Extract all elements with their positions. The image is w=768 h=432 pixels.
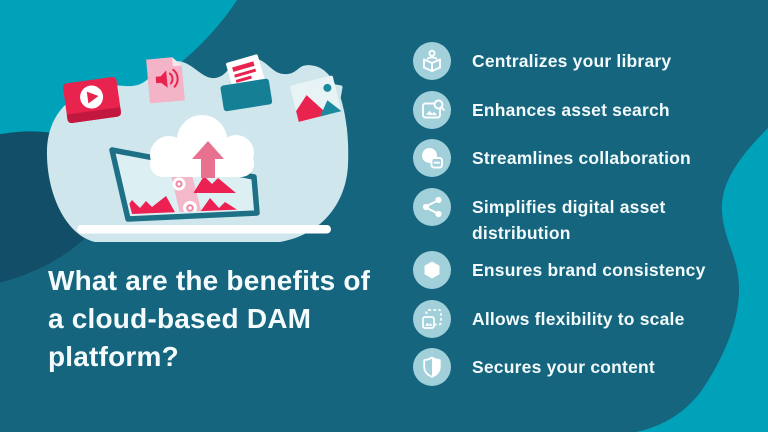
benefit-item-1: Centralizes your library bbox=[413, 42, 723, 80]
photo-icon bbox=[290, 75, 343, 122]
photo-mountain-crimson bbox=[296, 95, 328, 122]
play-thumb-1 bbox=[172, 177, 186, 191]
mountain-thumb-top-right bbox=[194, 176, 236, 193]
image-search-icon bbox=[413, 91, 451, 129]
video-card-strip bbox=[66, 107, 121, 124]
speaker-glyph bbox=[155, 70, 168, 88]
benefit-item-4: Simplifies digital asset distribution bbox=[413, 188, 723, 246]
audio-page-fold bbox=[172, 57, 182, 67]
benefit-item-6: Allows flexibility to scale bbox=[413, 300, 723, 338]
overlapping-shapes-icon bbox=[413, 139, 451, 177]
benefit-item-3: Streamlines collaboration bbox=[413, 139, 723, 177]
play-thumb-1-ring bbox=[175, 180, 183, 188]
audio-file-icon bbox=[146, 57, 185, 104]
benefit-label: Simplifies digital asset distribution bbox=[472, 197, 666, 243]
resize-scale-icon bbox=[413, 300, 451, 338]
upload-arrow-icon bbox=[192, 141, 224, 178]
document-line-1 bbox=[232, 61, 255, 72]
folder-panel bbox=[220, 78, 273, 112]
hexagon-badge-icon bbox=[413, 251, 451, 289]
benefit-label: Centralizes your library bbox=[472, 51, 672, 71]
share-icon bbox=[413, 188, 451, 226]
mountain-thumb-left bbox=[122, 196, 176, 214]
video-play-triangle bbox=[86, 91, 99, 104]
video-player-icon bbox=[62, 76, 122, 124]
photo-front-card bbox=[290, 75, 342, 122]
folder-front bbox=[220, 78, 273, 112]
cyan-corner-blob bbox=[0, 0, 237, 144]
benefit-item-2: Enhances asset search bbox=[413, 91, 723, 129]
benefit-label: Ensures brand consistency bbox=[472, 260, 706, 280]
document-folder-icon bbox=[220, 54, 273, 112]
sound-wave-2 bbox=[172, 68, 179, 88]
question-heading: What are the benefits of a cloud-based D… bbox=[48, 265, 371, 372]
laptop-base bbox=[77, 225, 331, 234]
upload-cloud-icon bbox=[150, 115, 254, 178]
sound-wave-1 bbox=[168, 72, 174, 85]
benefit-item-5: Ensures brand consistency bbox=[413, 251, 723, 289]
benefit-item-7: Secures your content bbox=[413, 348, 723, 386]
benefits-list: Centralizes your library Enhances asset … bbox=[413, 42, 723, 386]
document-line-2 bbox=[234, 68, 257, 78]
cyan-right-blob bbox=[636, 128, 768, 432]
benefit-label: Secures your content bbox=[472, 357, 655, 377]
benefit-label: Allows flexibility to scale bbox=[472, 309, 685, 329]
play-thumb-2-ring bbox=[186, 204, 194, 212]
library-book-person-icon bbox=[413, 42, 451, 80]
benefit-label: Enhances asset search bbox=[472, 100, 670, 120]
shield-icon bbox=[413, 348, 451, 386]
photo-sun-dot bbox=[323, 83, 332, 92]
photo-mountain-teal bbox=[320, 100, 342, 117]
benefit-label: Streamlines collaboration bbox=[472, 148, 691, 168]
document-line-3 bbox=[235, 75, 252, 83]
